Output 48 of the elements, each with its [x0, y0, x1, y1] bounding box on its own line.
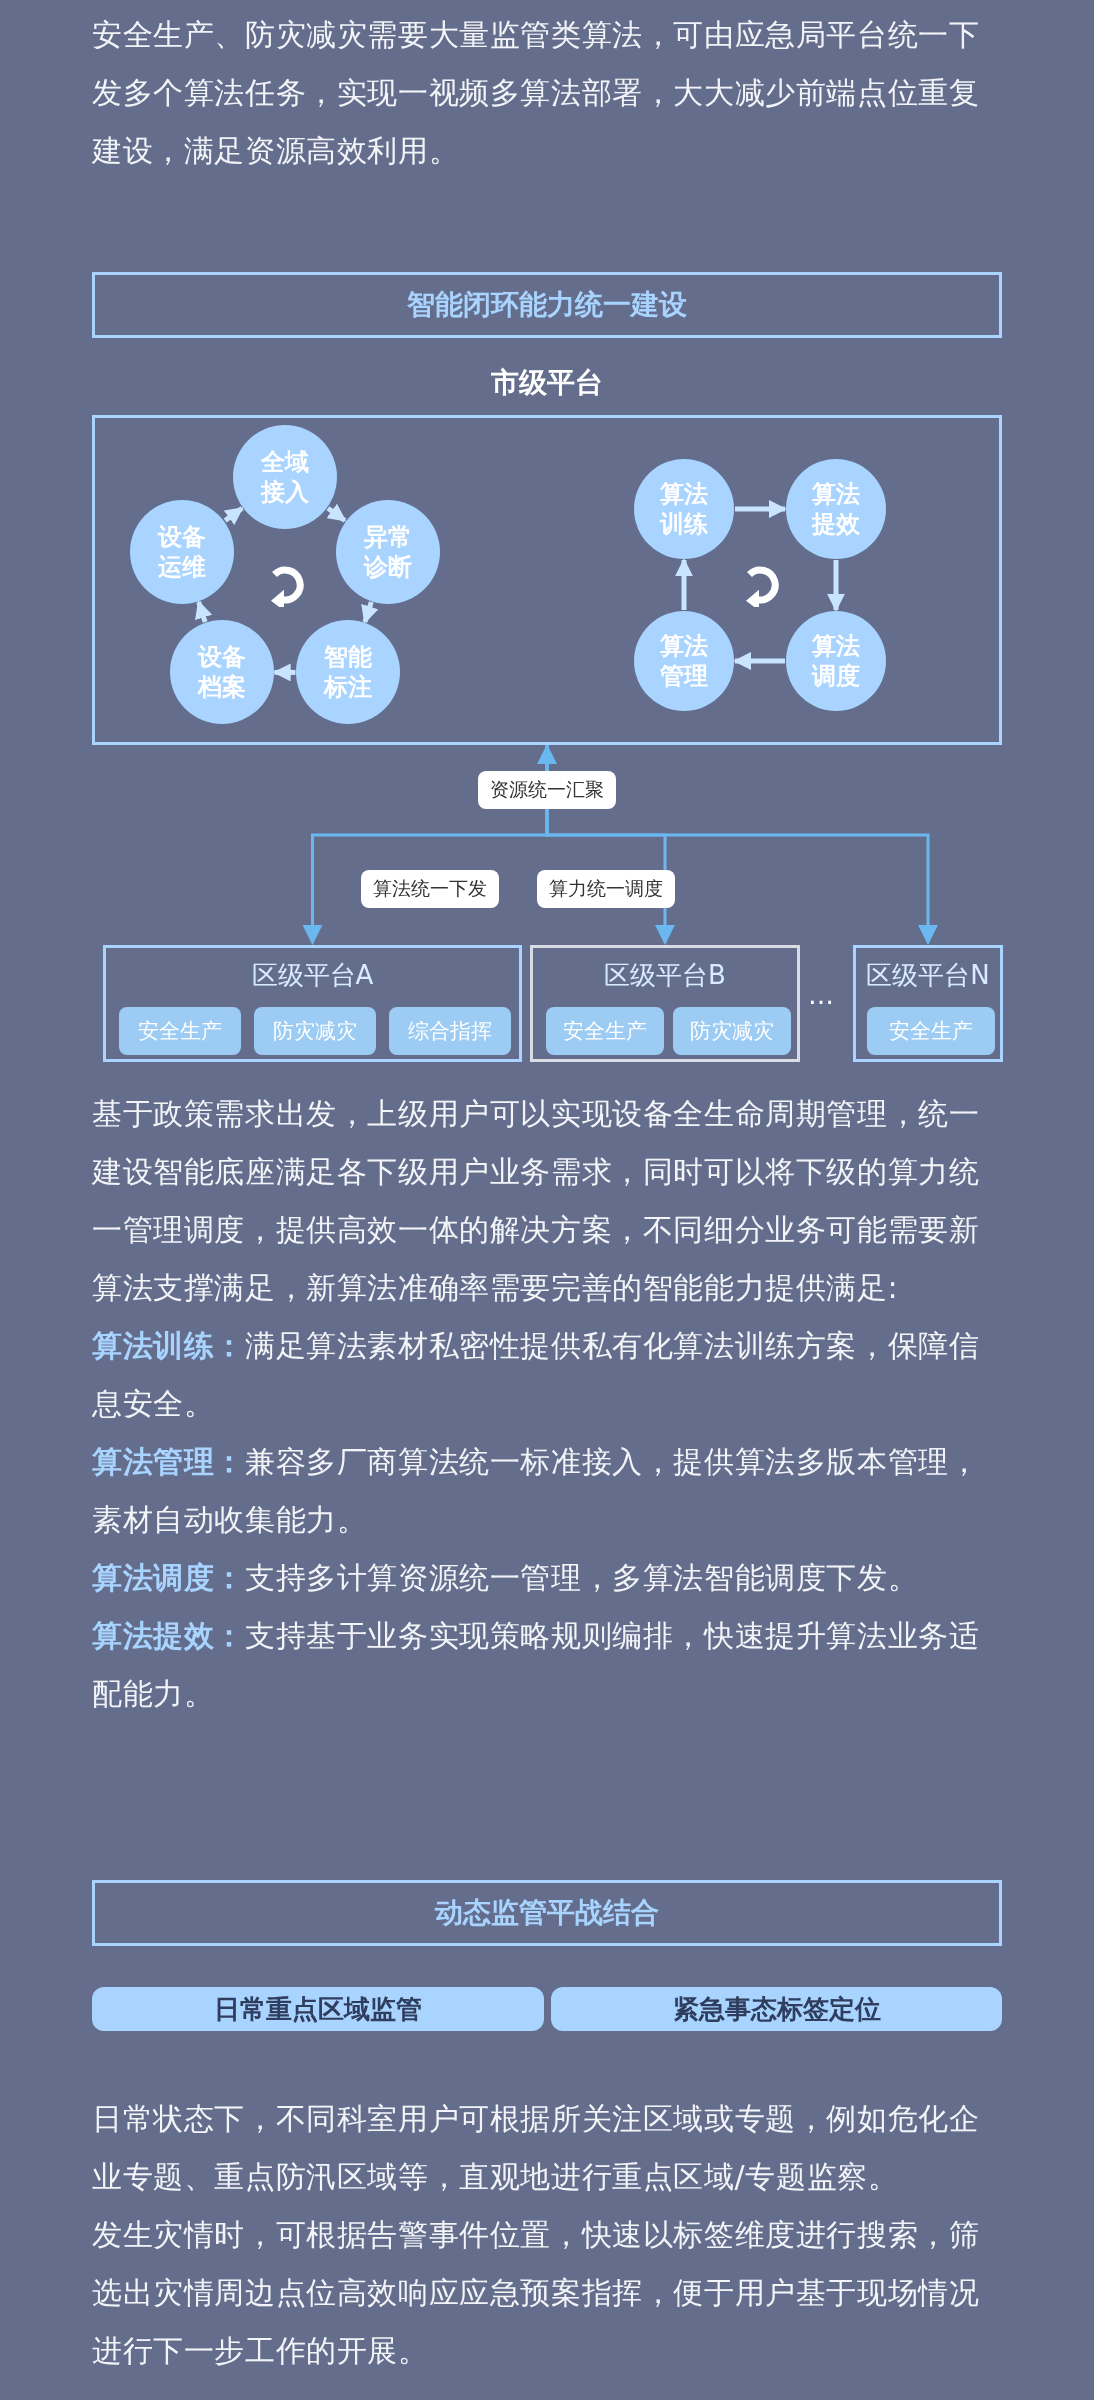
panel-heading: 区级平台B: [603, 959, 727, 992]
business-tag: 安全生产: [867, 1007, 995, 1055]
section-banner: 智能闭环能力统一建设: [92, 272, 1002, 338]
platform-panel: [853, 945, 1003, 1062]
function-circle: 算法训练: [634, 459, 734, 559]
edge-label: 算法统一下发: [360, 870, 499, 908]
business-tag: 防灾减灾: [673, 1007, 791, 1055]
paragraph: 算法管理：兼容多厂商算法统一标准接入，提供算法多版本管理，素材自动收集能力。: [92, 1443, 981, 1539]
function-circle: 算法调度: [786, 611, 886, 711]
platform-panel: [103, 945, 522, 1062]
paragraph: 安全生产、防灾减灾需要大量监管类算法，可由应急局平台统一下发多个算法任务，实现一视频多算法部署，大大减少前端点位重复建设，满足资源高效利用。: [92, 16, 981, 170]
mode-pill: 紧急事态标签定位: [551, 1987, 1002, 2031]
arrow: [195, 600, 213, 623]
platform-panel: [530, 945, 800, 1062]
arrow: [545, 745, 938, 945]
business-tag: 安全生产: [546, 1007, 664, 1055]
paragraph: 算法训练：满足算法素材私密性提供私有化算法训练方案，保障信息安全。: [92, 1327, 981, 1423]
function-circle: 设备档案: [169, 620, 274, 725]
panel-heading: 市级平台: [490, 365, 604, 401]
arrow: [827, 560, 845, 612]
paragraph: 算法提效：支持基于业务实现策略规则编排，快速提升算法业务适配能力。: [92, 1617, 981, 1713]
function-circle: 智能标注: [296, 620, 401, 725]
function-circle: 设备运维: [130, 499, 235, 604]
panel-heading: 区级平台N: [865, 959, 991, 992]
paragraph: 基于政策需求出发，上级用户可以实现设备全生命周期管理，统一建设智能底座满足各下级用户业务需求，同时可以将下级的算力统一管理调度，提供高效一体的解决方案，不同细分业务可能需要新算法支撑满足，新算法准确率需要完善的智能能力提供满足:: [92, 1095, 981, 1307]
arrow: [272, 663, 296, 682]
paragraph: 算法调度：支持多计算资源统一管理，多算法智能调度下发。: [92, 1559, 920, 1597]
ellipsis: …: [808, 980, 834, 1010]
arrow: [223, 506, 244, 525]
paragraph: 日常状态下，不同科室用户可根据所关注区域或专题，例如危化企业专题、重点防汛区域等，直观地进行重点区域/专题监察。: [92, 2100, 981, 2196]
arrow: [361, 601, 379, 624]
business-tag: 安全生产: [119, 1007, 241, 1055]
function-circle: 异常诊断: [335, 499, 440, 604]
mode-pill: 日常重点区域监管: [92, 1987, 544, 2031]
function-circle: 算法管理: [634, 611, 734, 711]
paragraph: 发生灾情时，可根据告警事件位置，快速以标签维度进行搜索，筛选出灾情周边点位高效响应应急预案指挥，便于用户基于现场情况进行下一步工作的开展。: [92, 2216, 981, 2370]
business-tag: 防灾减灾: [254, 1007, 376, 1055]
arrow: [733, 652, 785, 670]
arrow: [326, 503, 347, 523]
edge-label: 算力统一调度: [537, 870, 675, 908]
edge-label: 资源统一汇聚: [478, 771, 616, 809]
business-tag: 综合指挥: [389, 1007, 511, 1055]
section-banner: 动态监管平战结合: [92, 1880, 1002, 1946]
arrow: [735, 500, 787, 518]
function-circle: 算法提效: [786, 459, 886, 559]
arrow: [675, 558, 693, 610]
panel-heading: 区级平台A: [250, 959, 375, 992]
function-circle: 全域接入: [233, 425, 337, 529]
